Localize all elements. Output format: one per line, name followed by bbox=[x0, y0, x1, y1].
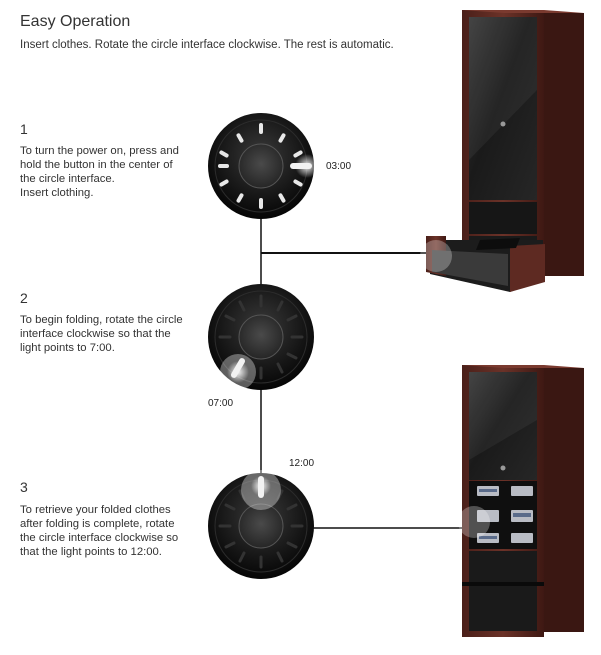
step-1-text: To turn the power on, press and hold the… bbox=[20, 144, 196, 200]
step-2-line-1: To begin folding, rotate the circle bbox=[20, 314, 183, 326]
step-2-line-2: interface clockwise so that the bbox=[20, 328, 171, 340]
step-2-text: To begin folding, rotate the circle inte… bbox=[20, 313, 196, 355]
step-3-line-3: the circle interface clockwise so bbox=[20, 532, 179, 544]
time-label-step-2: 07:00 bbox=[208, 398, 234, 409]
step-3-line-1: To retrieve your folded clothes bbox=[20, 504, 171, 516]
time-label-step-3: 12:00 bbox=[289, 458, 315, 469]
time-label-step-1: 03:00 bbox=[326, 161, 352, 172]
step-1-line-3: the circle interface. bbox=[20, 173, 115, 185]
step-1-line-4: Insert clothing. bbox=[20, 187, 94, 199]
step-3-line-2: after folding is complete, rotate bbox=[20, 518, 175, 530]
dial-step-1-icon bbox=[208, 113, 319, 219]
step-1-number: 1 bbox=[20, 121, 28, 137]
step-1-line-2: hold the button in the center of bbox=[20, 159, 173, 171]
page-title: Easy Operation bbox=[20, 13, 131, 30]
connector-lines bbox=[260, 218, 468, 529]
step-2-number: 2 bbox=[20, 290, 28, 306]
cabinet-open-drawer-icon bbox=[420, 10, 584, 292]
step-3-text: To retrieve your folded clothes after fo… bbox=[20, 503, 196, 559]
step-3-line-4: that the light points to 12:00. bbox=[20, 546, 162, 558]
cabinet-shelves-icon bbox=[458, 365, 584, 637]
dial-step-2-icon bbox=[208, 284, 314, 390]
page-subtitle: Insert clothes. Rotate the circle interf… bbox=[20, 39, 394, 51]
step-1-line-1: To turn the power on, press and bbox=[20, 145, 179, 157]
dial-step-3-icon bbox=[208, 470, 314, 579]
step-2-line-3: light points to 7:00. bbox=[20, 342, 115, 354]
step-3-number: 3 bbox=[20, 479, 28, 495]
